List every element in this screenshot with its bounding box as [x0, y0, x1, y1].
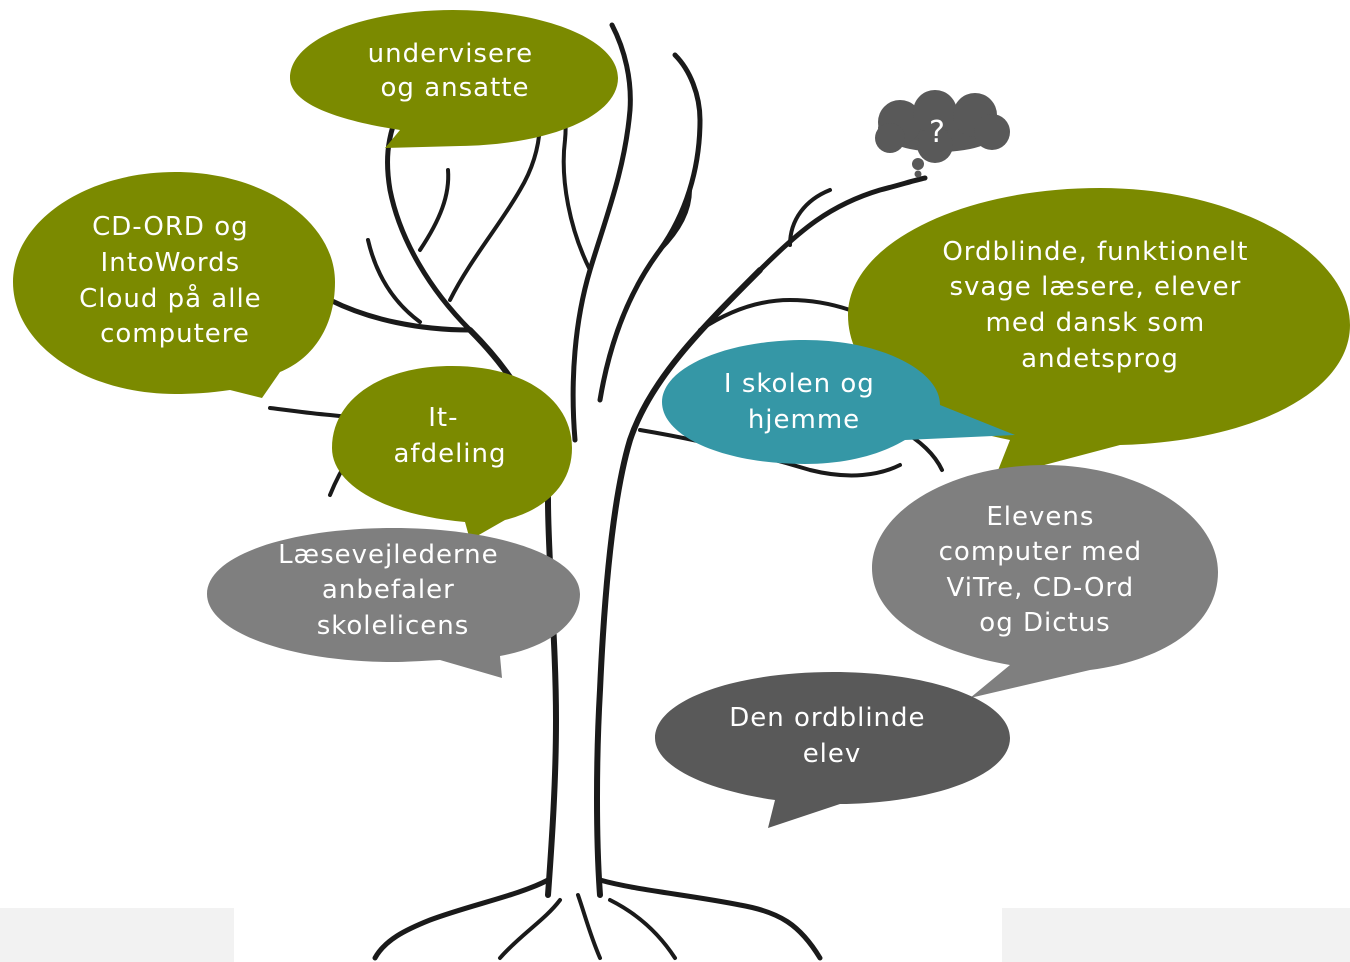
tree-root-left [372, 877, 551, 961]
bubble-software-text: CD-ORD og IntoWords Cloud på alle comput… [79, 212, 271, 349]
tree-branch-right-low [638, 428, 902, 478]
tree-trunk-right [594, 267, 763, 898]
bubble-staff-line-2: og ansatte [381, 73, 530, 103]
bubble-software: CD-ORD og IntoWords Cloud på alle comput… [13, 172, 335, 398]
bubble-student-shape [655, 672, 1010, 828]
tree-root-right-2 [608, 898, 677, 960]
tree-branch-upper-left-2 [448, 118, 542, 302]
bubble-software-line-1: CD-ORD og [92, 212, 249, 242]
bubble-student-computer-line-1: Elevens [986, 502, 1094, 532]
bubble-target-group-text: Ordblinde, funktionelt svage læsere, ele… [942, 237, 1257, 374]
tree-root-right [597, 877, 823, 961]
bubble-target-group-line-4: andetsprog [1021, 344, 1179, 374]
bubble-software-line-3: Cloud på alle [79, 283, 262, 314]
tree-branch-center-4 [658, 188, 692, 252]
bottom-right-panel [1002, 908, 1350, 962]
thought-cloud-shape [875, 90, 1010, 178]
bottom-left-panel [0, 908, 234, 962]
tree-branch-upper-left-3 [418, 168, 451, 252]
bubble-it: It- afdeling [332, 366, 572, 540]
tree-branch-right-upper-2 [788, 188, 832, 247]
bubble-student-computer-line-3: ViTre, CD-Ord [947, 573, 1135, 603]
bubble-student: Den ordblinde elev [655, 672, 1010, 828]
bubble-it-shape [332, 366, 572, 540]
bubble-student-computer-line-2: computer med [939, 537, 1142, 567]
bubble-student-computer: Elevens computer med ViTre, CD-Ord og Di… [872, 465, 1218, 698]
bubble-target-group-shape [848, 188, 1350, 478]
tree-branch-right-mid [698, 298, 852, 332]
bubble-it-line-1: It- [428, 403, 458, 433]
bubble-staff-shape [290, 10, 618, 148]
tree-root-left-2 [498, 898, 562, 960]
bubble-student-computer-text: Elevens computer med ViTre, CD-Ord og Di… [939, 502, 1152, 638]
bubble-school-home-text: I skolen og hjemme [724, 369, 884, 435]
bubble-reading-guides-line-2: anbefaler [322, 575, 455, 605]
tree-branch-right-upper [757, 175, 928, 273]
bubble-school-home: I skolen og hjemme [662, 340, 1015, 464]
bubble-school-home-line-2: hjemme [748, 405, 860, 435]
bubble-target-group-line-1: Ordblinde, funktionelt [942, 237, 1248, 267]
bubble-student-computer-line-4: og Dictus [979, 608, 1110, 638]
bubble-staff-line-1: undervisere [368, 39, 533, 69]
bubble-staff: undervisere og ansatte [290, 10, 618, 148]
tree-branch-center [570, 22, 633, 443]
bubble-student-computer-shape [872, 465, 1218, 698]
bubble-software-shape [13, 172, 335, 398]
thought-cloud: ? [875, 90, 1010, 178]
bubble-software-line-2: IntoWords [101, 248, 241, 278]
bubble-software-line-4: computere [100, 319, 250, 349]
bubble-reading-guides: Læsevejlederne anbefaler skolelicens [207, 528, 580, 678]
bubble-student-text: Den ordblinde elev [729, 703, 935, 769]
bubble-student-line-2: elev [803, 739, 862, 769]
tree-branch-center-2 [597, 52, 703, 403]
bubble-student-line-1: Den ordblinde [729, 703, 925, 733]
thought-cloud-text: ? [929, 115, 945, 150]
bubble-reading-guides-shape [207, 528, 580, 678]
bubble-target-group: Ordblinde, funktionelt svage læsere, ele… [848, 188, 1350, 478]
bubble-school-home-shape [662, 340, 1015, 464]
bubble-reading-guides-text: Læsevejlederne anbefaler skolelicens [278, 540, 508, 641]
bubble-it-text: It- afdeling [393, 403, 506, 469]
tree-illustration [268, 22, 944, 961]
bubble-reading-guides-line-3: skolelicens [317, 611, 470, 641]
bubble-school-home-line-1: I skolen og [724, 369, 875, 399]
bubble-it-line-2: afdeling [393, 439, 506, 469]
tree-root-mid [576, 893, 602, 960]
bubble-reading-guides-line-1: Læsevejlederne [278, 540, 499, 570]
bubble-target-group-line-3: med dansk som [986, 308, 1206, 338]
bubble-staff-text: undervisere og ansatte [368, 39, 543, 103]
tree-branch-left-2 [366, 238, 422, 324]
tree-branch-upper-left [385, 117, 473, 333]
bubble-target-group-line-2: svage læsere, elever [949, 272, 1241, 302]
